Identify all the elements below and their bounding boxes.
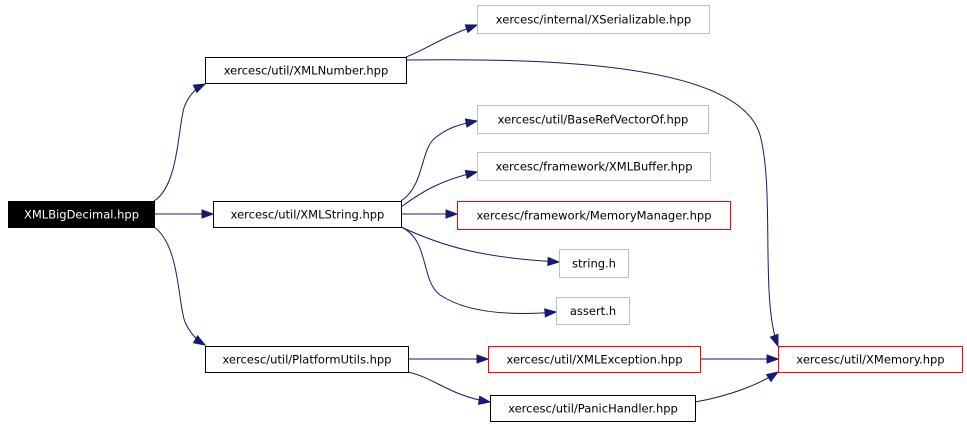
arrowhead-xmlnumber-to-xmemory [769, 333, 779, 348]
node-xmlbuffer[interactable]: xercesc/framework/XMLBuffer.hpp [477, 152, 711, 181]
edge-panichandler-to-xmemory [694, 371, 779, 403]
edge-root-to-platformutils [153, 226, 206, 346]
node-panichandler[interactable]: xercesc/util/PanicHandler.hpp [490, 395, 696, 422]
edge-platformutils-to-panichandler [407, 371, 491, 403]
node-xmlnumber[interactable]: xercesc/util/XMLNumber.hpp [205, 57, 407, 84]
node-asserth[interactable]: assert.h [556, 297, 630, 325]
node-xmlexception[interactable]: xercesc/util/XMLException.hpp [488, 346, 701, 373]
arrowhead-xmlstring-to-baserefvectorof [464, 118, 479, 128]
edge-xmlstring-to-stringh [400, 226, 560, 263]
arrowhead-root-to-xmlnumber [192, 83, 207, 94]
arrowhead-platformutils-to-panichandler [477, 395, 492, 405]
node-label-asserth: assert.h [570, 304, 616, 318]
node-baserefvectorof[interactable]: xercesc/util/BaseRefVectorOf.hpp [477, 105, 709, 134]
arrowhead-panichandler-to-xmemory [765, 371, 780, 383]
edge-xmlnumber-to-xserializable [405, 24, 478, 58]
node-platformutils[interactable]: xercesc/util/PlatformUtils.hpp [205, 346, 409, 373]
node-box-xmlnumber [205, 57, 407, 84]
edge-root-to-xmlnumber [153, 83, 206, 202]
arrowhead-xmlstring-to-asserth [544, 308, 558, 318]
node-box-xmlbuffer [477, 152, 711, 181]
node-label-xmlbuffer: xercesc/framework/XMLBuffer.hpp [496, 160, 693, 174]
node-box-baserefvectorof [477, 105, 709, 134]
node-box-panichandler [490, 395, 696, 422]
node-label-panichandler: xercesc/util/PanicHandler.hpp [508, 402, 678, 416]
node-xserializable[interactable]: xercesc/internal/XSerializable.hpp [477, 5, 710, 34]
node-box-root [8, 201, 155, 228]
node-box-platformutils [205, 346, 409, 373]
node-label-xmlexception: xercesc/util/XMLException.hpp [507, 353, 683, 367]
node-label-platformutils: xercesc/util/PlatformUtils.hpp [222, 353, 391, 367]
node-xmemory[interactable]: xercesc/util/XMemory.hpp [778, 346, 963, 373]
arrowhead-root-to-platformutils [192, 335, 207, 346]
node-box-asserth [556, 297, 630, 325]
node-box-xmlstring [213, 201, 402, 228]
node-root: XMLBigDecimal.hpp [8, 201, 155, 228]
node-stringh[interactable]: string.h [559, 249, 629, 278]
node-label-stringh: string.h [572, 257, 616, 271]
edge-xmlstring-to-baserefvectorof [400, 120, 478, 202]
arrowhead-xmlstring-to-stringh [547, 256, 561, 267]
node-label-xmlnumber: xercesc/util/XMLNumber.hpp [224, 64, 389, 78]
edge-xmlnumber-to-xmemory [405, 59, 779, 347]
node-box-memorymanager [457, 201, 731, 230]
node-label-baserefvectorof: xercesc/util/BaseRefVectorOf.hpp [498, 113, 689, 127]
node-label-xserializable: xercesc/internal/XSerializable.hpp [496, 13, 691, 27]
node-memorymanager[interactable]: xercesc/framework/MemoryManager.hpp [457, 201, 731, 230]
node-box-xserializable [477, 5, 710, 34]
node-label-xmemory: xercesc/util/XMemory.hpp [796, 353, 944, 367]
arrowhead-root-to-xmlstring [201, 209, 215, 219]
edges-layer [153, 24, 780, 405]
node-label-memorymanager: xercesc/framework/MemoryManager.hpp [476, 209, 711, 223]
nodes-layer: XMLBigDecimal.hpp xercesc/util/XMLNumber.… [8, 5, 963, 422]
node-box-xmemory [778, 346, 963, 373]
node-box-xmlexception [488, 346, 701, 373]
node-xmlstring[interactable]: xercesc/util/XMLString.hpp [213, 201, 402, 228]
arrowhead-xmlstring-to-memorymanager [445, 209, 459, 219]
arrowhead-xmlstring-to-xmlbuffer [464, 169, 479, 180]
node-box-stringh [559, 249, 629, 278]
node-label-root: XMLBigDecimal.hpp [24, 208, 139, 222]
node-label-xmlstring: xercesc/util/XMLString.hpp [231, 208, 385, 222]
arrowhead-xmlnumber-to-xserializable [464, 24, 479, 34]
arrowhead-platformutils-to-xmlexception [476, 354, 490, 364]
arrowhead-xmlexception-to-xmemory [766, 354, 780, 364]
edge-xmlstring-to-asserth [400, 226, 557, 314]
